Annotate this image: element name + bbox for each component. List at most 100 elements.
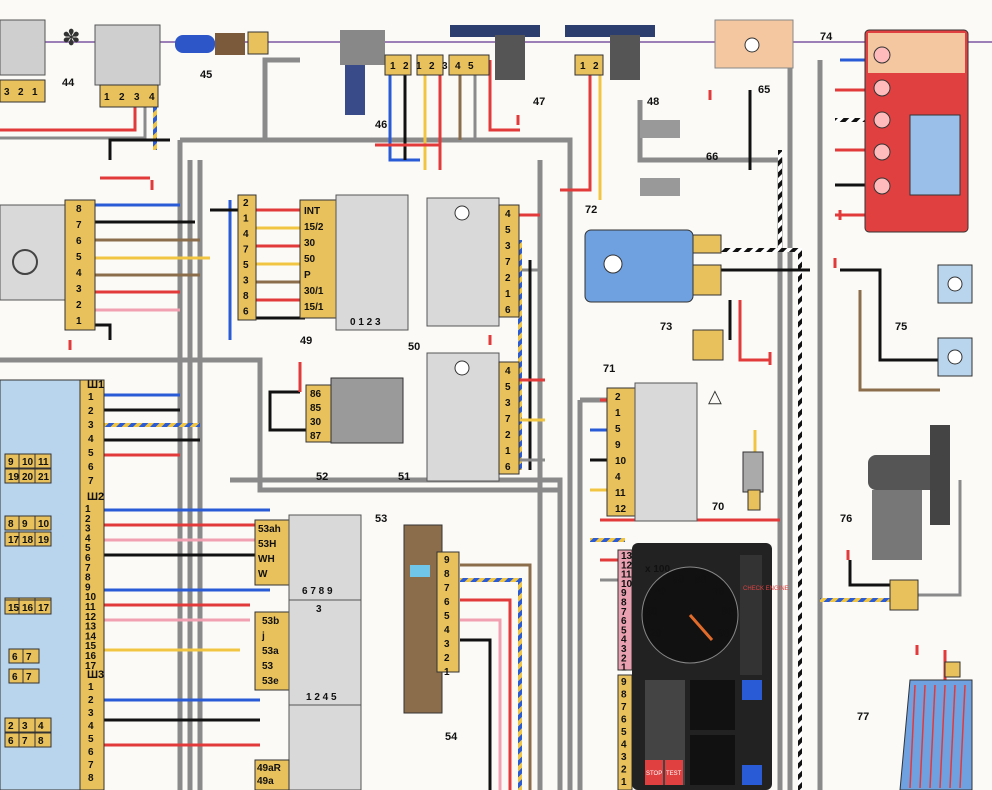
component-66: 66 <box>640 120 718 196</box>
connector-pin: 4 <box>76 268 82 279</box>
harness-pin: 8 <box>85 573 91 584</box>
label-54: 54 <box>445 731 458 743</box>
lamp-icon <box>873 79 891 97</box>
terminal-label: 49aR <box>257 763 282 774</box>
connector-pin: 2 <box>615 392 621 403</box>
label-70: 70 <box>712 501 724 513</box>
connector-pin: 1 <box>390 61 396 72</box>
gauge-mark: 30 <box>646 607 658 618</box>
gauge-mark: 80 <box>722 607 734 618</box>
fuse-number: 7 <box>26 672 32 683</box>
harness-pin: 5 <box>88 734 94 745</box>
hazard-icon: △ <box>708 386 722 406</box>
connector-pin: 7 <box>621 702 627 713</box>
connector-pin: 3 <box>621 752 627 763</box>
label-51: 51 <box>398 471 410 483</box>
lamp-icon <box>873 143 891 161</box>
label-75: 75 <box>895 321 907 333</box>
harness-pin: 4 <box>88 721 94 732</box>
connector-pin: 11 <box>615 488 626 499</box>
terminal-label: WH <box>258 554 275 565</box>
connector-pin: 12 <box>615 504 627 515</box>
harness-pin: 2 <box>88 406 94 417</box>
connector-pin: 3 <box>243 276 249 287</box>
connector-pin: 3 <box>444 639 450 650</box>
fuse-number: 17 <box>38 603 50 614</box>
fuse-number: 21 <box>38 472 50 483</box>
harness-pin: 1 <box>85 504 91 515</box>
terminal-label: 53 <box>262 661 274 672</box>
fuse-number: 7 <box>26 652 32 663</box>
terminal-label: j <box>261 631 265 642</box>
connector-pin: 7 <box>505 257 511 268</box>
connector-pin: 4 <box>621 740 627 751</box>
component-77: 77 <box>857 661 973 790</box>
terminal-label: INT <box>304 206 320 217</box>
connector-pin: 6 <box>505 305 511 316</box>
fuse-cell <box>34 599 52 615</box>
connector-pin: 11 <box>621 570 632 581</box>
fuse-cell <box>34 732 52 748</box>
fuse-number: 6 <box>8 736 14 747</box>
harness-pin: 6 <box>88 747 94 758</box>
connector-pin: 4 <box>455 61 461 72</box>
component-75: 75 <box>895 264 973 377</box>
connector-pin: 5 <box>621 625 627 636</box>
connector-pin: 1 <box>505 289 511 300</box>
connector-pin: 4 <box>615 472 621 483</box>
lamp-icon <box>873 177 891 195</box>
fuse-number: 7 <box>22 736 28 747</box>
connector-pin: 1 <box>416 61 422 72</box>
terminal-label: 53a <box>262 646 279 657</box>
fuse-number: 4 <box>38 721 44 732</box>
label-44: 44 <box>62 77 75 89</box>
lamp-icon <box>873 46 891 64</box>
terminal-label: 49a <box>257 776 274 787</box>
harness-pin: 13 <box>85 622 97 633</box>
connector-pin: 7 <box>76 220 82 231</box>
connector-pin: 1 <box>76 316 82 327</box>
connector-pin: 3 <box>134 92 140 103</box>
label-53: 53 <box>375 513 387 525</box>
connector-pin: 6 <box>621 616 627 627</box>
fuse-number: 16 <box>22 603 34 614</box>
connector-pin: 1 <box>615 408 621 419</box>
label-73: 73 <box>660 321 672 333</box>
connector-pin: 3 <box>76 284 82 295</box>
harness-w2-label: Ш2 <box>87 491 104 503</box>
connector-pin: 2 <box>76 300 82 311</box>
harness-pin: 10 <box>85 592 97 603</box>
switch-53-mid: 3 <box>316 604 322 615</box>
harness-pin: 2 <box>85 514 91 525</box>
connector-pin: 3 <box>442 61 448 72</box>
connector-pin: 2 <box>119 92 125 103</box>
harness-pin: 11 <box>85 602 96 613</box>
component-70: 70 <box>712 451 764 513</box>
connector-pin: 8 <box>76 204 82 215</box>
fuse-cell <box>34 515 52 531</box>
terminal-label: 53e <box>262 676 279 687</box>
connector-pin: 4 <box>243 229 249 240</box>
fuse-cell <box>34 717 52 733</box>
terminal-label: 30/1 <box>304 286 324 297</box>
connector-pin: 2 <box>243 198 249 209</box>
connector-pin: 4 <box>444 625 450 636</box>
gauge-mark: 20 <box>650 628 662 639</box>
terminal-label: 85 <box>310 403 322 414</box>
switch-53-positions-top: 6 7 8 9 <box>302 586 333 597</box>
lamp-icon <box>873 111 891 129</box>
component-76: 76 <box>840 425 950 611</box>
connector-pin: 4 <box>505 209 511 220</box>
fuse-cell <box>34 453 52 469</box>
harness-pin: 14 <box>85 631 97 642</box>
component-72: 72 <box>584 204 722 303</box>
label-74: 74 <box>820 31 833 43</box>
check-engine-label: CHECK ENGINE <box>743 586 789 592</box>
connector-pin: 5 <box>615 424 621 435</box>
